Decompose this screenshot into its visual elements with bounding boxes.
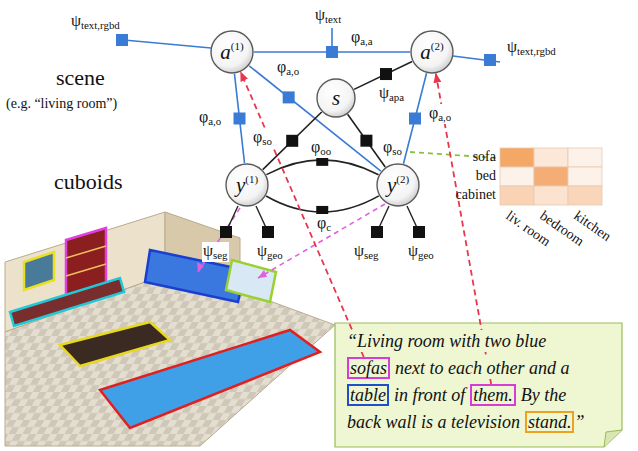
side-label: scene — [56, 66, 105, 90]
side-label: cuboids — [54, 170, 122, 194]
variable-circle: a(1) — [210, 30, 254, 74]
factor-label: φa,o — [276, 58, 300, 78]
word-text: stand. — [528, 412, 572, 432]
factor-label: ψgeo — [407, 242, 435, 262]
circle-outline — [410, 30, 454, 74]
word-box: sofas — [347, 357, 390, 379]
variable-name: y(2) — [387, 174, 409, 196]
note-fold — [604, 430, 622, 447]
circle-outline — [210, 30, 254, 74]
factor-label: φa,o — [428, 104, 452, 124]
factor-square — [286, 135, 298, 147]
unary-factors — [116, 28, 500, 238]
arrow-head — [258, 270, 267, 278]
variable-name: a(2) — [420, 41, 443, 63]
object-link — [198, 208, 240, 272]
circle-outline — [225, 163, 269, 207]
factor-label: ψtext,rgbd — [506, 38, 557, 58]
text-note: “Living room with two blue sofas next to e… — [335, 323, 622, 447]
factor-edge — [403, 73, 426, 163]
note-text: back wall is a television — [347, 411, 520, 433]
variable-circle: y(2) — [376, 163, 420, 207]
factor-square — [360, 135, 372, 147]
reference-arrow — [241, 72, 364, 357]
object-link — [258, 204, 385, 278]
factor-label: φso — [382, 138, 403, 158]
factor-label: ψseg — [353, 242, 380, 262]
tv-stand — [10, 278, 124, 326]
factor-square — [380, 68, 392, 80]
word-text: sofas — [350, 358, 387, 378]
circle-outline — [376, 163, 420, 207]
note-text: “Living room with two blue — [347, 330, 546, 352]
factor-label: φa,o — [198, 108, 222, 128]
side-label: (e.g. “living room”) — [6, 96, 117, 111]
factor-label: ψtext,rgbd — [70, 12, 121, 32]
factor-label: φc — [316, 214, 332, 234]
factor-square — [409, 113, 421, 125]
factor-square — [283, 91, 295, 103]
word-box: them. — [470, 384, 516, 406]
factor-square — [234, 113, 246, 125]
factor-square — [326, 46, 338, 58]
variable-name: y(1) — [236, 174, 258, 196]
arrow-head — [197, 262, 204, 272]
factor-edge — [249, 66, 381, 171]
factor-label: ψapa — [378, 84, 405, 104]
word-box: table — [347, 384, 389, 406]
chair — [226, 260, 276, 302]
floor — [5, 275, 335, 446]
factor-label: φoo — [310, 138, 332, 158]
row-label: sofa — [473, 149, 496, 164]
heatmap — [500, 148, 602, 205]
variable-circle: y(1) — [225, 163, 269, 207]
row-label: bed — [476, 168, 496, 183]
note-text: By the — [521, 384, 566, 406]
word-box: stand. — [525, 411, 575, 433]
factor-label: ψgeo — [256, 242, 284, 262]
factor-label: φso — [252, 128, 273, 148]
coffee-table — [60, 322, 170, 366]
note-text: ” — [574, 411, 584, 433]
note-paper — [335, 323, 622, 447]
variable-circle: s — [316, 78, 356, 118]
word-text: them. — [473, 385, 513, 405]
row-label: cabinet — [456, 187, 496, 202]
long-sofa — [100, 330, 320, 428]
variable-circle: a(2) — [410, 30, 454, 74]
note-text: next to each other and a — [395, 357, 569, 379]
factor-label: ψtext — [314, 6, 342, 26]
factor-label: φa,a — [350, 28, 374, 48]
note-text: in front of — [394, 384, 465, 406]
word-text: table — [350, 385, 386, 405]
factor-edge — [234, 74, 244, 163]
variable-name: s — [332, 88, 340, 109]
factor-edge — [348, 114, 386, 167]
painting — [24, 252, 54, 290]
variable-name: a(1) — [220, 41, 243, 63]
factor-label: ψseg — [202, 242, 229, 262]
